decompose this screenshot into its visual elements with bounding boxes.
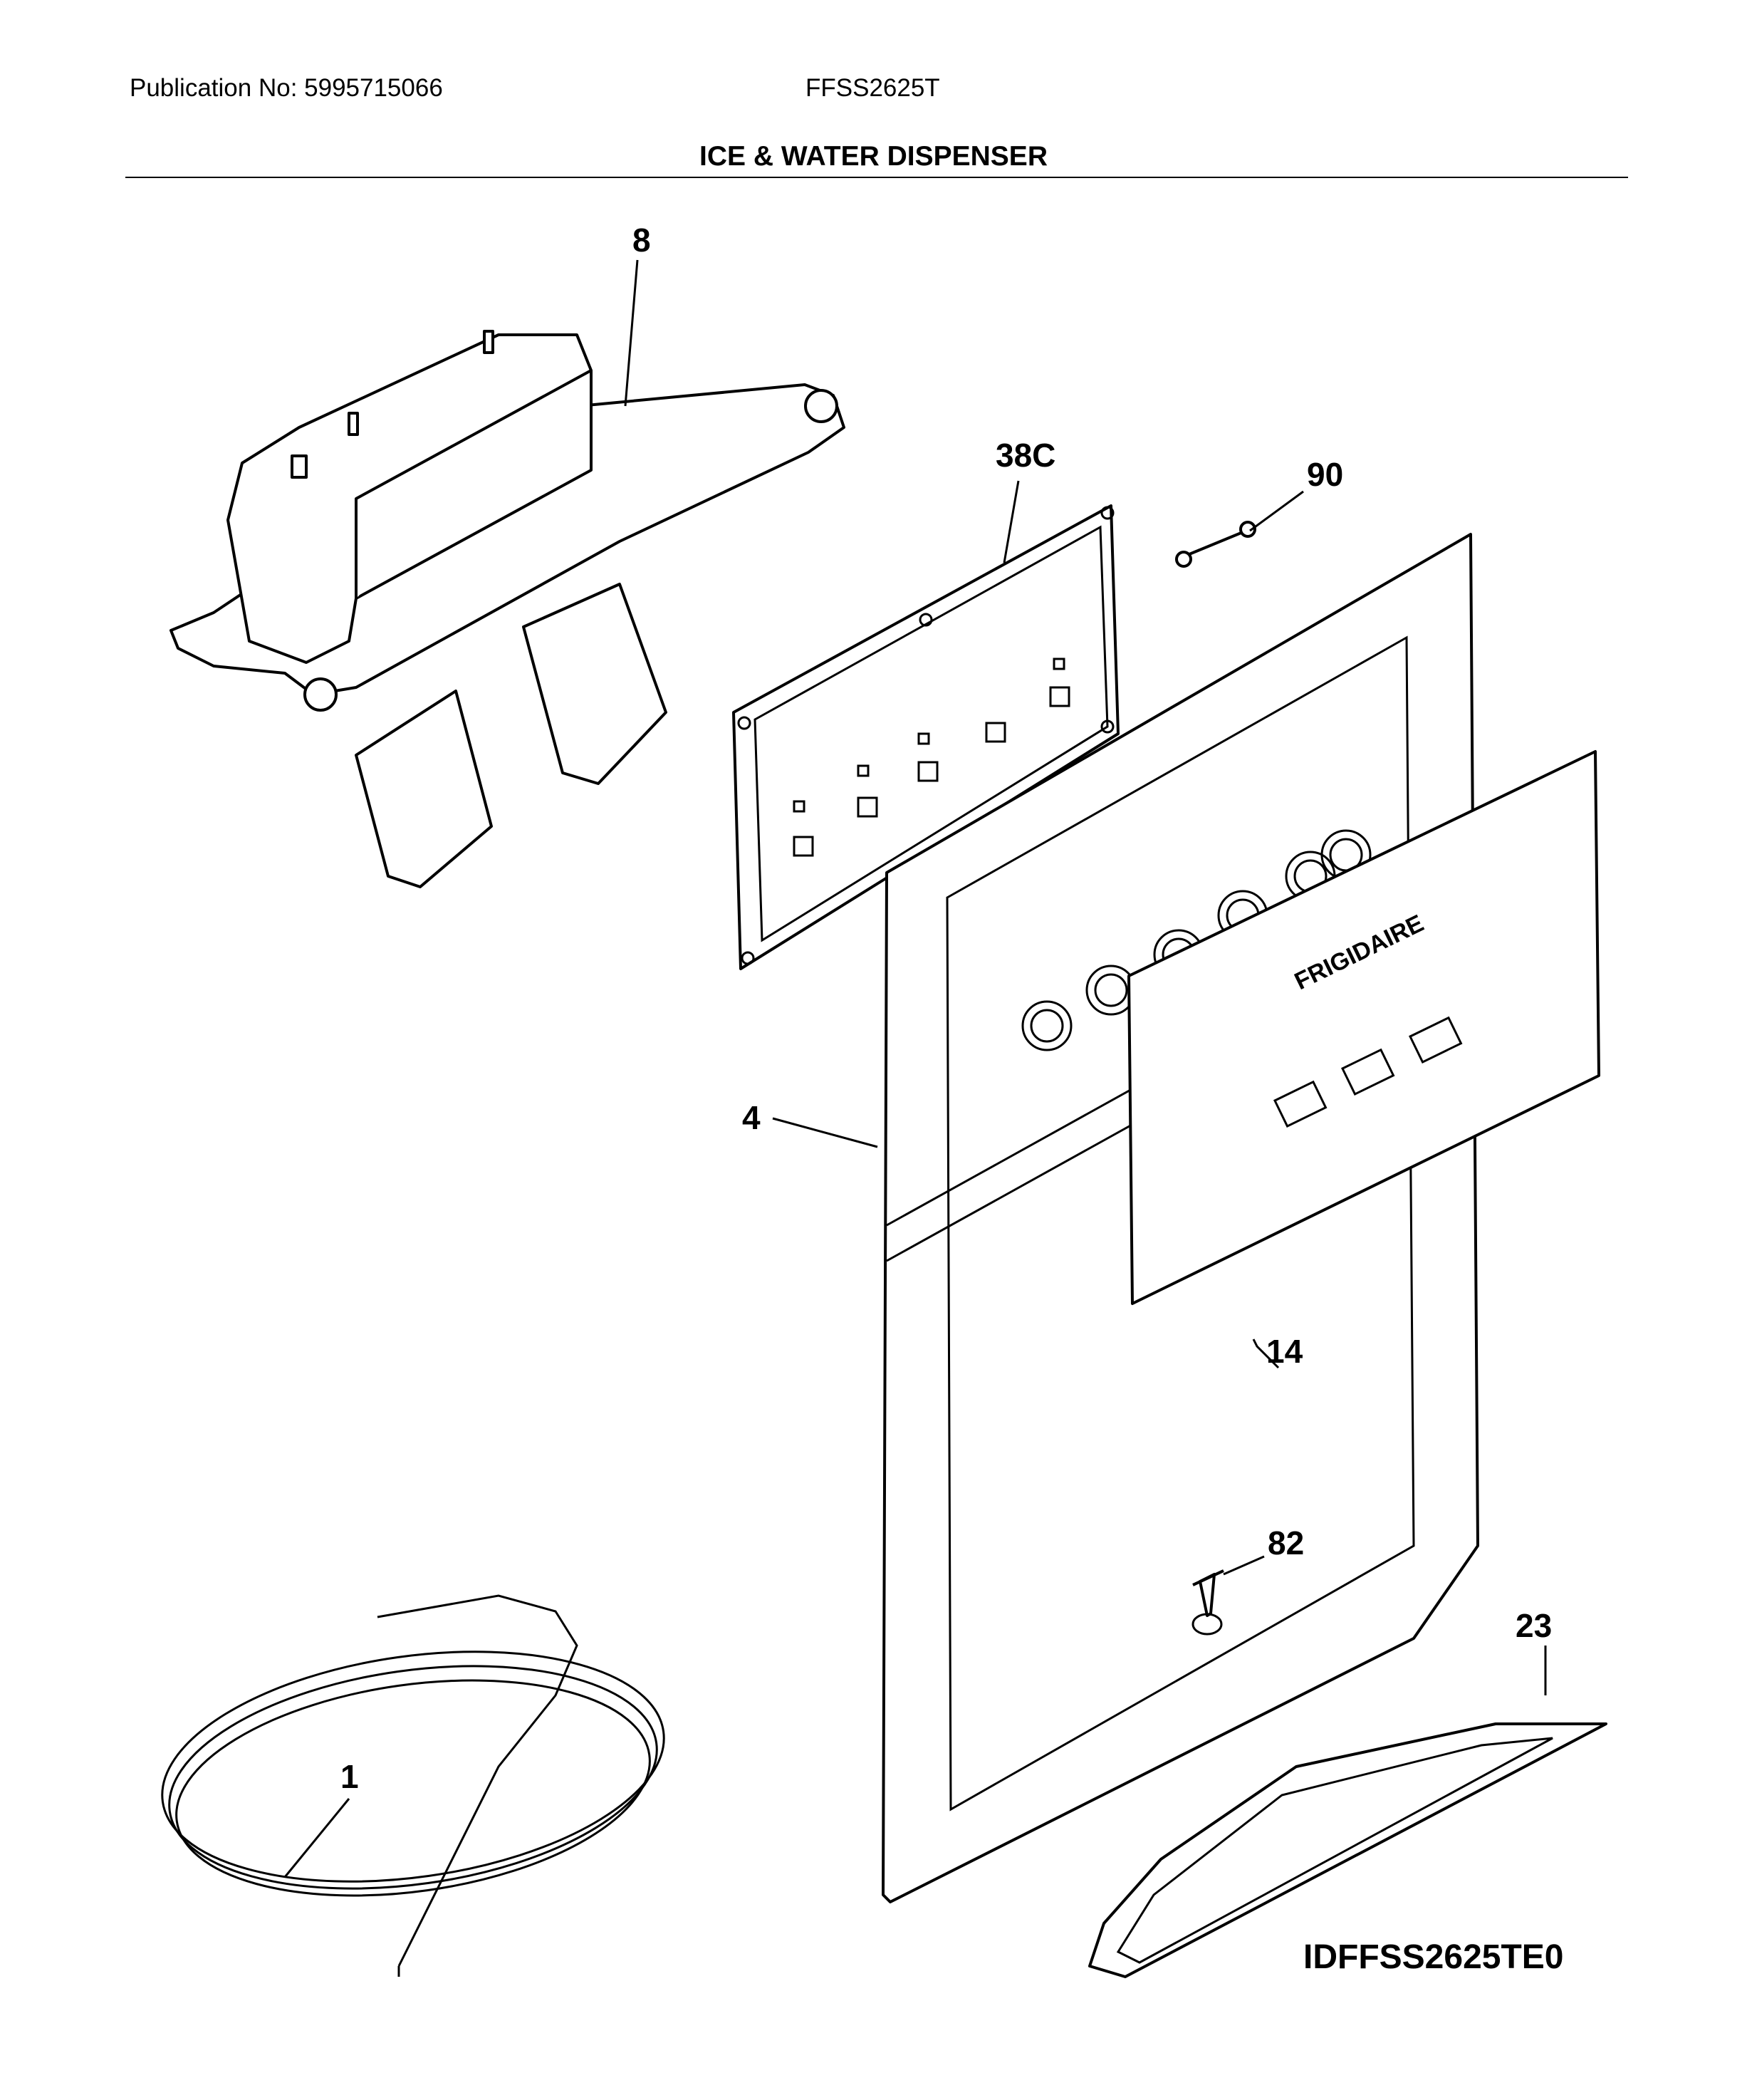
callout-82: 82 — [1268, 1524, 1304, 1561]
page-title: ICE & WATER DISPENSER — [699, 141, 1048, 172]
leader-8 — [624, 259, 639, 407]
callout-90: 90 — [1307, 456, 1343, 493]
pin-part — [1175, 521, 1256, 568]
callout-4: 4 — [742, 1099, 761, 1136]
publication-number: Publication No: 5995715066 — [130, 74, 443, 102]
callout-38c: 38C — [996, 437, 1055, 474]
callout-8: 8 — [632, 222, 651, 259]
screw-part — [1192, 1569, 1224, 1617]
callout-14: 14 — [1266, 1333, 1303, 1370]
leader-38c — [1003, 480, 1020, 563]
callout-23: 23 — [1516, 1607, 1552, 1644]
diagram-id: IDFFSS2625TE0 — [1303, 1938, 1564, 1976]
control-board-part — [732, 504, 1120, 970]
leader-1 — [283, 1798, 350, 1878]
actuator-assembly-part — [170, 330, 845, 888]
drip-tray-part — [1088, 1722, 1607, 1978]
leader-82 — [1223, 1555, 1265, 1576]
control-overlay-part: FRIGIDAIRE — [1127, 750, 1600, 1305]
header-rule — [125, 177, 1628, 178]
leader-14 — [1252, 1339, 1280, 1369]
leader-90 — [1249, 490, 1304, 532]
tubing-coil-part — [161, 1594, 665, 1977]
leader-4 — [772, 1117, 878, 1148]
callout-1: 1 — [340, 1758, 359, 1795]
model-number: FFSS2625T — [805, 74, 940, 102]
